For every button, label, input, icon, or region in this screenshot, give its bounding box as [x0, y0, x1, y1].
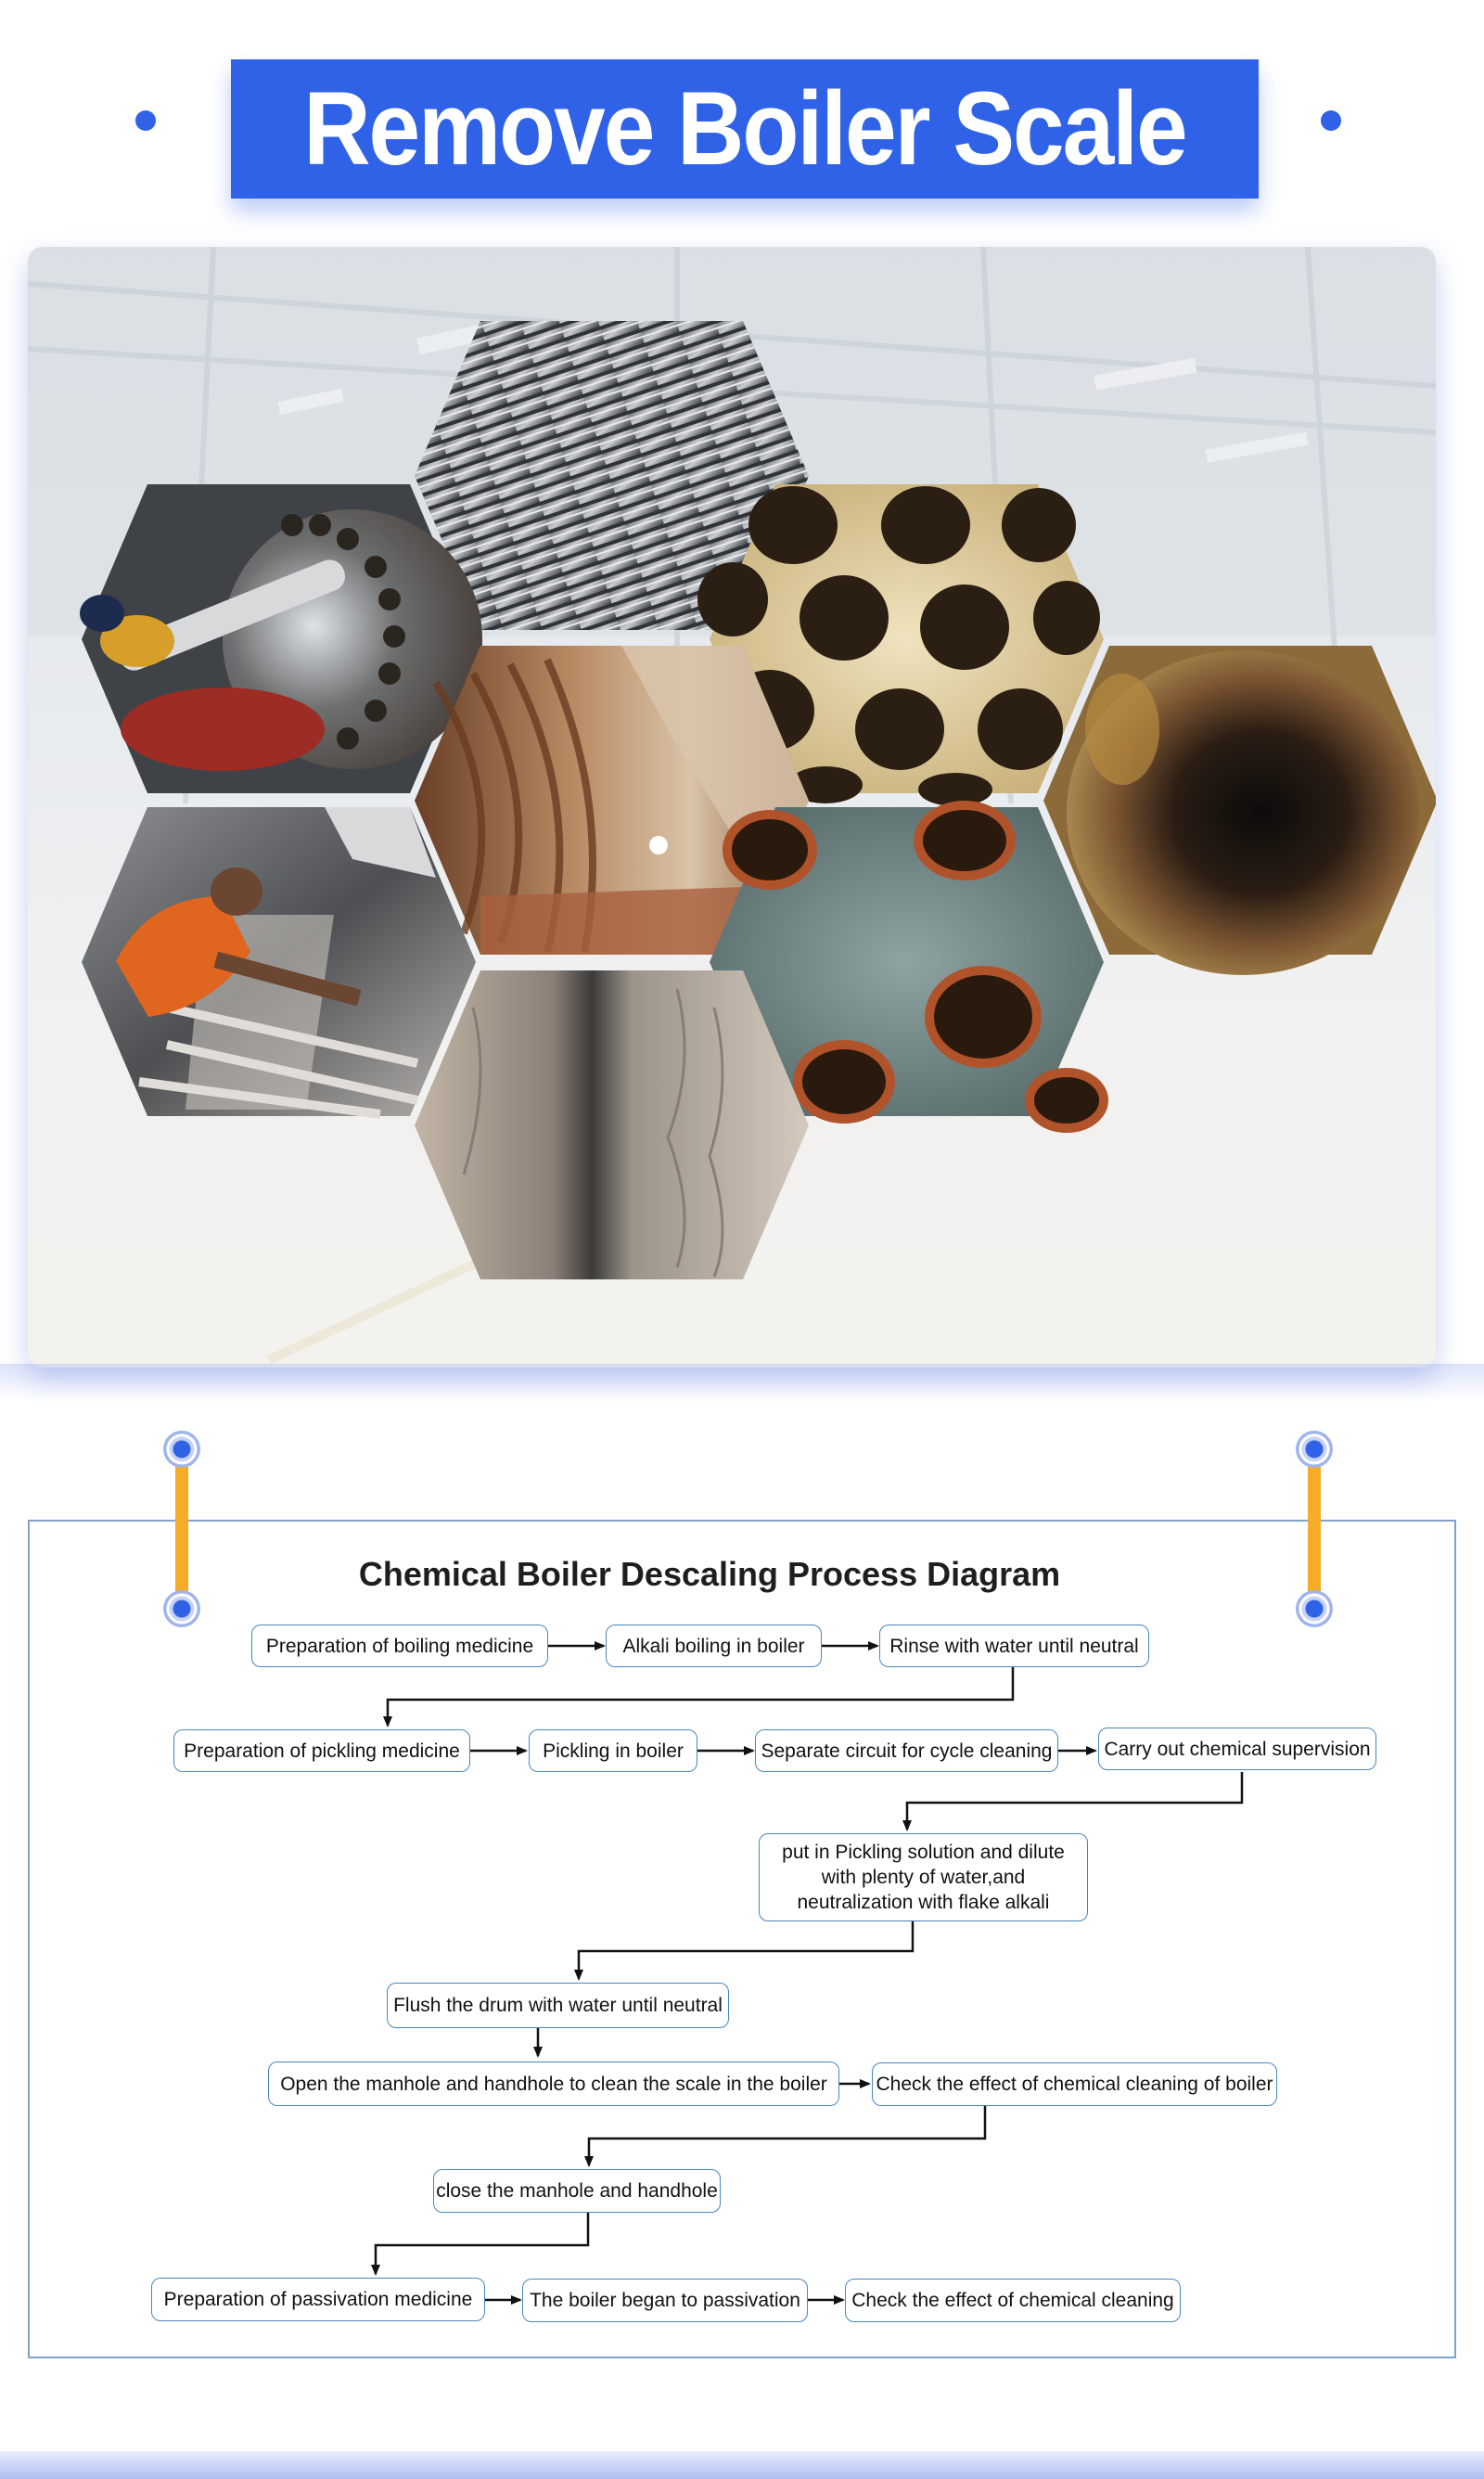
step-flush-drum: Flush the drum with water until neutral [387, 1983, 729, 2028]
step-alkali-boiling: Alkali boiling in boiler [606, 1625, 822, 1667]
worker-inside-boiler-photo [82, 807, 476, 1119]
bottom-decor-strip [0, 2451, 1484, 2479]
step-carry-out-chemical-supervision: Carry out chemical supervision [1098, 1728, 1376, 1770]
arrow-3-4 [383, 1662, 1015, 1728]
right-decor-dot [1321, 110, 1341, 131]
arrow-8-9 [574, 1921, 915, 1981]
scale-deposit-photo [415, 970, 809, 1279]
section-divider-band [0, 1364, 1484, 1401]
photo-collage [28, 247, 1436, 1368]
arrow-12-13 [371, 2213, 590, 2276]
photo-collage-panel [28, 247, 1436, 1368]
step-boiler-passivation: The boiler began to passivation [522, 2279, 808, 2322]
tube-cleaning-photo [80, 484, 482, 793]
arrow-11-12 [584, 2106, 987, 2167]
left-hanger-bar [175, 1445, 188, 1609]
scaled-tube-sheet-photo [697, 484, 1104, 806]
page-title: Remove Boiler Scale [303, 70, 1187, 187]
right-hanger-bar [1308, 1445, 1321, 1609]
step-preparation-of-boiling-medicine: Preparation of boiling medicine [251, 1625, 548, 1667]
step-check-effect-of-boiler-cleaning: Check the effect of chemical cleaning of… [872, 2062, 1277, 2106]
finned-tubes-photo [415, 321, 809, 630]
corroded-plate-photo [710, 801, 1108, 1133]
step-preparation-of-pickling-medicine: Preparation of pickling medicine [173, 1729, 470, 1772]
step-close-manhole: close the manhole and handhole [433, 2169, 721, 2213]
arrow-7-8 [902, 1772, 1244, 1831]
right-hanger-bottom-ring [1296, 1590, 1333, 1627]
right-hanger-top-ring [1296, 1431, 1333, 1468]
step-preparation-of-passivation-medicine: Preparation of passivation medicine [151, 2278, 485, 2321]
diagram-title: Chemical Boiler Descaling Process Diagra… [358, 1555, 1061, 1593]
step-pickling-in-boiler: Pickling in boiler [529, 1729, 697, 1772]
step-neutralization: put in Pickling solution and dilute with… [759, 1833, 1088, 1921]
step-check-effect-of-chemical-cleaning: Check the effect of chemical cleaning [845, 2279, 1181, 2322]
step-separate-circuit-cycle-cleaning: Separate circuit for cycle cleaning [755, 1729, 1058, 1772]
step-rinse-until-neutral: Rinse with water until neutral [879, 1625, 1149, 1667]
pipe-interior-photo [1043, 646, 1436, 975]
title-banner: Remove Boiler Scale [231, 59, 1259, 199]
left-hanger-top-ring [163, 1431, 200, 1468]
left-decor-dot [135, 110, 156, 131]
step-open-manhole-clean-scale: Open the manhole and handhole to clean t… [268, 2062, 839, 2106]
left-hanger-bottom-ring [163, 1590, 200, 1627]
